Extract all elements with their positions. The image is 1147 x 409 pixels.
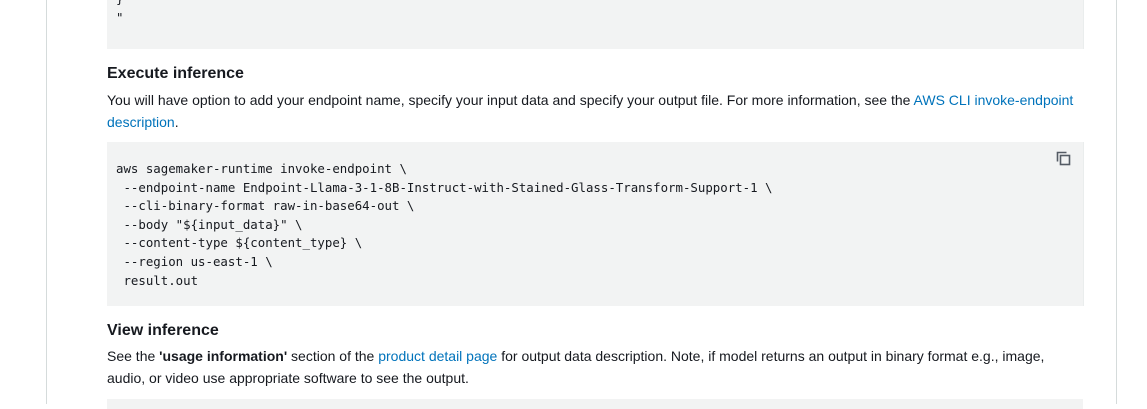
- code-block-execute: aws sagemaker-runtime invoke-endpoint \ …: [107, 142, 1083, 306]
- view-description: See the 'usage information' section of t…: [107, 345, 1082, 389]
- execute-text-before: You will have option to add your endpoin…: [107, 92, 914, 108]
- section-heading-execute: Execute inference: [107, 65, 244, 82]
- usage-information-label: 'usage information': [159, 348, 288, 364]
- code-scroll-edge: [1083, 142, 1097, 306]
- code-block-next: [107, 399, 1083, 409]
- view-text-2: section of the: [287, 348, 379, 364]
- code-text-previous: } ": [116, 0, 124, 25]
- view-text-3: for output data description. Note, if mo…: [107, 348, 1045, 386]
- code-text-execute: aws sagemaker-runtime invoke-endpoint \ …: [116, 161, 773, 288]
- content-panel: [46, 0, 1117, 404]
- aws-cli-invoke-endpoint-link[interactable]: AWS CLI invoke-endpoint description: [107, 92, 1074, 130]
- section-heading-view: View inference: [107, 322, 219, 339]
- code-block-previous: } ": [107, 0, 1083, 49]
- execute-text-after: .: [174, 114, 179, 130]
- view-text-1: See the: [107, 348, 160, 364]
- execute-description: You will have option to add your endpoin…: [107, 89, 1082, 133]
- code-scroll-edge: [1083, 0, 1097, 49]
- copy-icon: [1056, 151, 1071, 166]
- product-detail-page-link[interactable]: product detail page: [378, 348, 498, 364]
- copy-button[interactable]: [1054, 149, 1074, 169]
